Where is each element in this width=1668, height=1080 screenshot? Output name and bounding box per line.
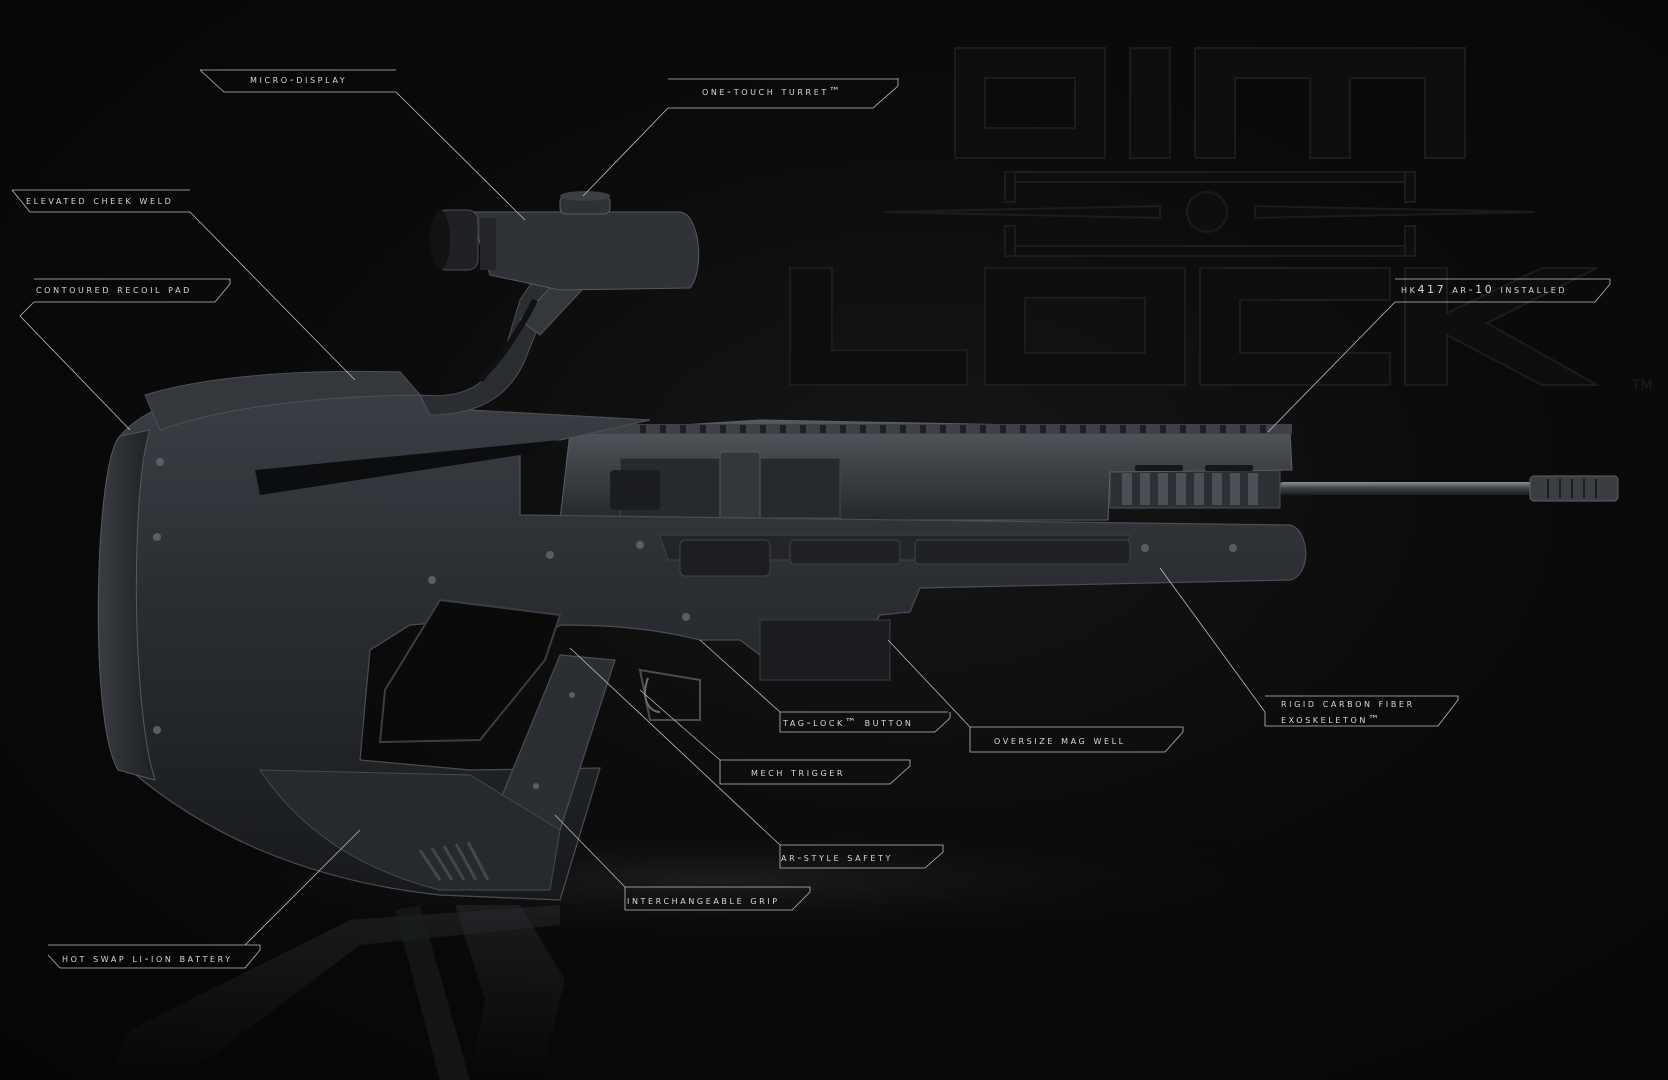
label-tag-lock-button: Tag-Lock™ Button (783, 716, 914, 729)
rifle (97, 191, 1619, 901)
label-hk417-installed: HK417 AR-10 Installed (1401, 283, 1568, 296)
label-hot-swap-battery: Hot Swap Li-Ion Battery (62, 952, 233, 965)
recoil-pad (97, 429, 156, 781)
turret-knob (559, 191, 611, 215)
aimlock-logo (789, 47, 1601, 386)
label-rigid-carbon-fiber-line2: Exoskeleton™ (1281, 713, 1382, 726)
scope-mount-arm (419, 269, 561, 416)
label-rigid-carbon-fiber: Rigid Carbon Fiber Exoskeleton™ (1281, 696, 1415, 728)
label-elevated-cheek-weld: Elevated Cheek Weld (26, 194, 174, 207)
leader-lines (11, 69, 1611, 969)
magazine (759, 619, 891, 681)
label-interchangeable-grip: Interchangeable Grip (627, 894, 780, 907)
micro-display-unit (430, 209, 700, 291)
label-ar-style-safety: AR-Style Safety (781, 851, 893, 864)
muzzle-brake (1529, 475, 1619, 502)
logo-trademark: TM (1631, 378, 1653, 394)
barrel (1280, 482, 1545, 495)
floor-reflection (105, 905, 565, 1080)
label-rigid-carbon-fiber-line1: Rigid Carbon Fiber (1281, 697, 1415, 710)
label-contoured-recoil-pad: Contoured Recoil Pad (36, 283, 192, 296)
label-one-touch-turret: One-Touch Turret™ (702, 85, 843, 98)
battery-pack (259, 769, 561, 891)
label-mech-trigger: Mech Trigger (751, 766, 846, 779)
label-micro-display: Micro-Display (250, 73, 348, 86)
label-oversize-mag-well: Oversize Mag Well (994, 734, 1126, 747)
